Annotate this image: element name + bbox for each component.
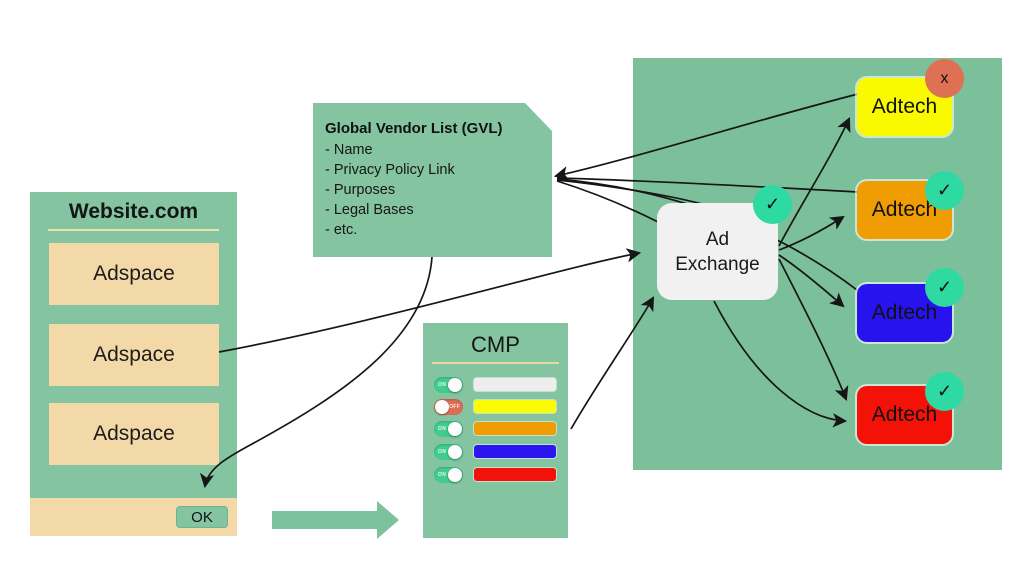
adspace-slot-1: Adspace	[49, 243, 219, 305]
cmp-consent-row: ON	[423, 444, 568, 460]
toggle-state-label: ON	[438, 449, 447, 455]
x-icon: x	[925, 59, 964, 98]
gvl-item: - Legal Bases	[325, 202, 414, 218]
consent-toggle-2[interactable]: OFF	[434, 399, 463, 415]
toggle-knob	[448, 422, 462, 436]
gvl-note: Global Vendor List (GVL) - Name - Privac…	[313, 103, 552, 257]
website-box: Website.com Adspace Adspace Adspace OK	[30, 192, 237, 536]
adtech-label: Adtech	[871, 403, 938, 426]
gvl-item: - Privacy Policy Link	[325, 162, 455, 178]
adtech-node-blue: Adtech ✓	[857, 268, 964, 342]
flow-arrow	[272, 501, 399, 539]
adtech-label: Adtech	[871, 301, 938, 324]
gvl-title: Global Vendor List (GVL)	[325, 120, 503, 137]
toggle-state-label: OFF	[449, 404, 460, 410]
vendor-bar-yellow	[474, 400, 556, 413]
gvl-item: - Name	[325, 142, 373, 158]
vendor-bar-orange	[474, 422, 556, 435]
vendor-bar-gray	[474, 378, 556, 391]
toggle-state-label: ON	[438, 472, 447, 478]
gvl-item: - etc.	[325, 222, 358, 238]
consent-toggle-3[interactable]: ON	[434, 421, 463, 437]
check-icon: ✓	[753, 185, 792, 224]
consent-toggle-5[interactable]: ON	[434, 467, 463, 483]
cmp-consent-row: ON	[423, 467, 568, 483]
adtech-node-yellow: Adtech x	[857, 59, 964, 136]
toggle-knob	[448, 445, 462, 459]
cmp-consent-row: ON	[423, 421, 568, 437]
website-title-underline	[48, 229, 219, 231]
ad-exchange-label-line1: Ad	[705, 228, 730, 250]
adtech-label: Adtech	[871, 198, 938, 221]
adtech-node-red: Adtech ✓	[857, 372, 964, 444]
check-icon: ✓	[925, 171, 964, 210]
vendor-bar-red	[474, 468, 556, 481]
website-title: Website.com	[68, 200, 199, 223]
cmp-panel: CMP ON OFF ON ON	[423, 323, 568, 538]
cmp-consent-row: OFF	[423, 399, 568, 415]
check-icon: ✓	[925, 372, 964, 411]
cmp-title-underline	[432, 362, 559, 364]
cmp-consent-row: ON	[423, 377, 568, 393]
adspace-slot-3: Adspace	[49, 403, 219, 465]
check-icon: ✓	[925, 268, 964, 307]
toggle-state-label: ON	[438, 382, 447, 388]
toggle-knob	[448, 378, 462, 392]
cmp-title: CMP	[471, 332, 520, 357]
adspace-slot-2: Adspace	[49, 324, 219, 386]
ok-button[interactable]: OK	[176, 506, 228, 528]
toggle-knob	[448, 468, 462, 482]
gvl-item: - Purposes	[325, 182, 396, 198]
toggle-knob	[435, 400, 449, 414]
ad-exchange-label-line2: Exchange	[675, 253, 760, 275]
toggle-state-label: ON	[438, 426, 447, 432]
consent-banner: OK	[30, 498, 237, 536]
consent-toggle-4[interactable]: ON	[434, 444, 463, 460]
adtech-label: Adtech	[871, 95, 938, 118]
vendor-bar-blue	[474, 445, 556, 458]
adtech-node-orange: Adtech ✓	[857, 171, 964, 239]
consent-toggle-1[interactable]: ON	[434, 377, 463, 393]
